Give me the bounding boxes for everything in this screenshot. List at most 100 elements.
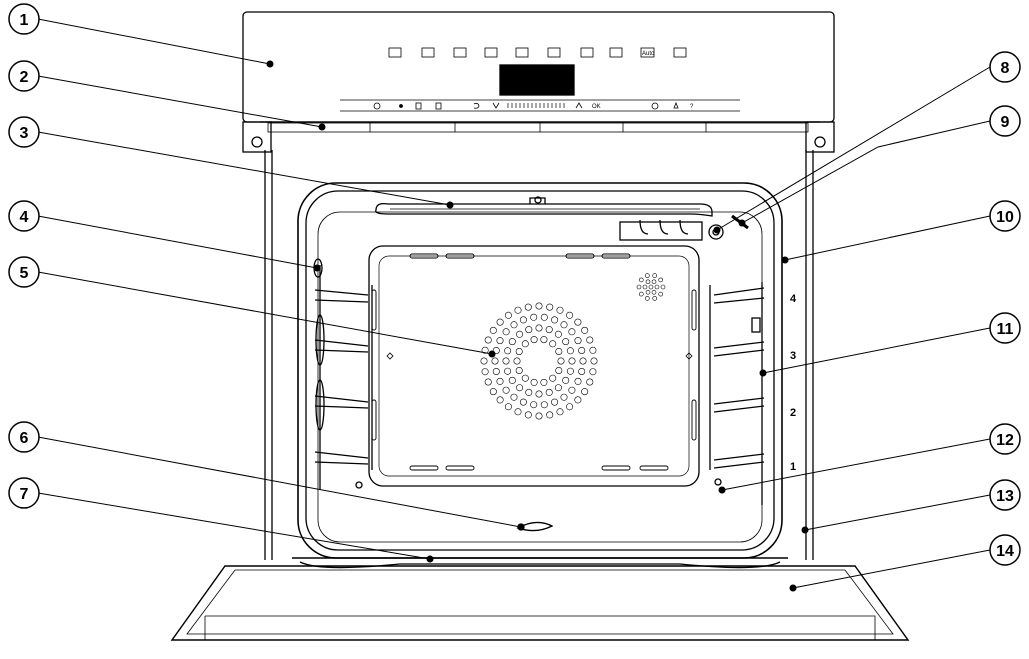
fan-perforation-hole bbox=[496, 337, 504, 345]
mode-icon bbox=[484, 47, 498, 58]
leader-line-13 bbox=[804, 494, 991, 531]
back-icon bbox=[473, 102, 480, 109]
fan-perforation-hole bbox=[562, 376, 570, 384]
fan-perforation-hole bbox=[546, 303, 554, 311]
fan-perforation-hole bbox=[555, 366, 563, 374]
fan-perforation-hole bbox=[519, 398, 527, 406]
leader-line-10 bbox=[784, 215, 991, 261]
fan-perforation-hole bbox=[515, 366, 523, 374]
fan-perforation-hole bbox=[551, 316, 559, 324]
fan-perforation-hole bbox=[540, 313, 548, 321]
fan-perforation-hole bbox=[568, 357, 576, 365]
rear-cover-screw-left bbox=[355, 481, 363, 489]
fan-perforation-hole bbox=[530, 401, 538, 409]
leader-line-8 bbox=[716, 66, 991, 231]
fan-perforation-hole bbox=[554, 384, 562, 392]
fan-perforation-hole bbox=[504, 347, 512, 355]
clock-icon bbox=[651, 102, 659, 110]
ok-button-label: OK bbox=[592, 104, 601, 110]
mode-icon bbox=[453, 47, 467, 58]
leader-line-4 bbox=[37, 215, 318, 269]
fan-cover-perforations bbox=[480, 302, 598, 420]
fan-perforation-hole bbox=[545, 326, 553, 334]
callout-label-9: 9 bbox=[1001, 114, 1010, 131]
fan-perforation-hole bbox=[530, 313, 538, 321]
callouts bbox=[37, 18, 991, 589]
fan-perforation-hole bbox=[530, 336, 538, 344]
light-perforation-hole bbox=[658, 291, 664, 297]
light-perforation-hole bbox=[645, 289, 651, 295]
fan-perforation-hole bbox=[556, 306, 564, 314]
leader-line-11 bbox=[762, 327, 991, 374]
back-panel-slots bbox=[371, 253, 697, 471]
fan-perforation-hole bbox=[574, 396, 582, 404]
rear-cover-screw-right bbox=[714, 478, 722, 486]
callout-label-12: 12 bbox=[996, 432, 1014, 449]
callout-label-5: 5 bbox=[20, 265, 29, 282]
mode-icon bbox=[421, 47, 435, 58]
fan-perforation-hole bbox=[574, 318, 582, 326]
fan-perforation-hole bbox=[566, 347, 574, 355]
callout-13: 13 bbox=[989, 479, 1021, 511]
fan-perforation-hole bbox=[525, 388, 533, 396]
callout-14: 14 bbox=[989, 534, 1021, 566]
fan-perforation-hole bbox=[545, 388, 553, 396]
auto-mode-icon bbox=[640, 47, 655, 58]
fan-perforation-hole bbox=[491, 357, 499, 365]
help-button-label: ? bbox=[690, 104, 694, 110]
fan-perforation-hole bbox=[530, 378, 538, 386]
fan-perforation-hole bbox=[504, 311, 512, 319]
fan-perforation-hole bbox=[492, 346, 500, 354]
fan-perforation-hole bbox=[535, 390, 543, 398]
callout-dots bbox=[266, 60, 809, 592]
fan-perforation-hole bbox=[549, 340, 557, 348]
light-perforation-hole bbox=[638, 291, 644, 297]
leader-line-1 bbox=[37, 18, 271, 65]
fan-perforation-hole bbox=[514, 408, 522, 416]
fan-perforation-hole bbox=[510, 321, 518, 329]
top-heating-element bbox=[375, 196, 713, 241]
mode-icon bbox=[580, 47, 594, 58]
light-perforation-hole bbox=[658, 277, 664, 283]
fan-perforation-hole bbox=[496, 377, 504, 385]
fan-perforation-hole bbox=[578, 367, 586, 375]
control-strip-icons bbox=[373, 101, 679, 110]
fan-perforation-hole bbox=[496, 396, 504, 404]
fan-perforation-hole bbox=[525, 326, 533, 334]
fan-perforation-hole bbox=[566, 403, 574, 411]
light-perforation-hole bbox=[652, 273, 658, 278]
light-perforation-hole bbox=[644, 296, 650, 301]
fan-perforation-hole bbox=[535, 412, 543, 420]
fan-perforation-hole bbox=[579, 357, 587, 365]
shelf-level-4: 4 bbox=[790, 293, 797, 305]
shelf-level-3: 3 bbox=[790, 350, 796, 362]
light-icon bbox=[399, 104, 403, 108]
light-perforation-hole bbox=[651, 279, 657, 285]
leader-line-14 bbox=[792, 549, 991, 589]
leader-line-7 bbox=[37, 492, 431, 560]
callout-1: 1 bbox=[8, 3, 40, 35]
mode-icon bbox=[547, 47, 561, 58]
fan-perforation-hole bbox=[540, 401, 548, 409]
fan-perforation-hole bbox=[546, 411, 554, 419]
leader-line-6 bbox=[37, 436, 522, 528]
fan-perforation-hole bbox=[516, 330, 524, 338]
fan-perforation-hole bbox=[519, 316, 527, 324]
display-screen bbox=[499, 64, 575, 96]
callout-label-13: 13 bbox=[996, 488, 1014, 505]
callout-label-6: 6 bbox=[20, 430, 29, 447]
fan-perforation-hole bbox=[521, 374, 529, 382]
callout-10: 10 bbox=[989, 200, 1021, 232]
callout-3: 3 bbox=[8, 116, 40, 148]
fan-perforation-hole bbox=[480, 357, 488, 365]
side-runners-left bbox=[313, 258, 373, 490]
fan-perforation-hole bbox=[489, 326, 497, 334]
callout-9: 9 bbox=[989, 105, 1021, 137]
callout-11: 11 bbox=[989, 312, 1021, 344]
callout-5: 5 bbox=[8, 256, 40, 288]
favourite-icon bbox=[673, 101, 679, 109]
fan-perforation-hole bbox=[510, 393, 518, 401]
mode-icon bbox=[388, 47, 402, 58]
callout-label-8: 8 bbox=[1001, 60, 1010, 77]
light-perforation-hole bbox=[638, 277, 644, 283]
